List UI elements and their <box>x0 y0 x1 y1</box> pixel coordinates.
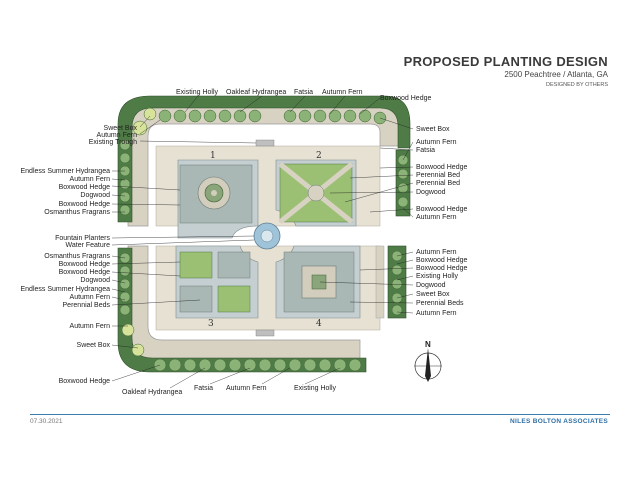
label-autumn-fern-rl-2: Autumn Fern <box>416 310 457 317</box>
firm-name: NILES BOLTON ASSOCIATES <box>509 418 608 425</box>
label-existing-holly-rl: Existing Holly <box>416 273 459 280</box>
quadrant-number-2: 2 <box>316 151 322 161</box>
label-perennial-beds-ll: Perennial Beds <box>63 302 111 309</box>
label-dogwood-rl: Dogwood <box>416 282 446 289</box>
label-existing-holly-top: Existing Holly <box>176 89 219 96</box>
label-endless-summer-hydrangea-lm: Endless Summer Hydrangea <box>21 168 111 175</box>
label-autumn-fern-lb: Autumn Fern <box>70 323 111 330</box>
site-plan <box>117 95 411 373</box>
label-osmanthus-fragrans-ll: Osmanthus Fragrans <box>44 253 110 260</box>
label-autumn-fern-bottom: Autumn Fern <box>226 385 267 392</box>
designed-by-note: DESIGNED BY OTHERS <box>546 82 608 88</box>
label-existing-trough: Existing Trough <box>89 139 137 146</box>
label-boxwood-hedge-lm-2: Boxwood Hedge <box>59 201 110 208</box>
label-boxwood-hedge-lm-1: Boxwood Hedge <box>59 184 110 191</box>
label-autumn-fern-ul: Autumn Fern <box>97 132 138 139</box>
quadrant-1 <box>177 159 259 239</box>
quadrant-number-4: 4 <box>316 319 322 329</box>
drawing-title: PROPOSED PLANTING DESIGN <box>403 54 608 69</box>
label-autumn-fern-lm: Autumn Fern <box>70 176 111 183</box>
quadrant-3 <box>175 245 259 319</box>
label-boxwood-hedge-ll-1: Boxwood Hedge <box>59 261 110 268</box>
label-fatsia-bottom: Fatsia <box>194 385 213 392</box>
label-perennial-beds-rl: Perennial Beds <box>416 300 464 307</box>
label-sweet-box-rl: Sweet Box <box>416 291 450 298</box>
label-existing-holly-bottom: Existing Holly <box>294 385 337 392</box>
label-osmanthus-fragrans-lm: Osmanthus Fragrans <box>44 209 110 216</box>
label-boxwood-hedge-rl-2: Boxwood Hedge <box>416 265 467 272</box>
label-water-feature: Water Feature <box>66 242 111 249</box>
label-perennial-bed-ru-2: Perennial Bed <box>416 180 460 187</box>
footer-rule <box>30 414 610 415</box>
right-walk <box>375 245 385 319</box>
label-boxwood-hedge-lb: Boxwood Hedge <box>59 378 110 385</box>
label-sweet-box-lb: Sweet Box <box>77 342 111 349</box>
label-boxwood-hedge-ll-2: Boxwood Hedge <box>59 269 110 276</box>
label-boxwood-hedge-top: Boxwood Hedge <box>380 95 431 102</box>
bottom-shrubs <box>153 358 362 372</box>
label-oakleaf-hydrangea-top: Oakleaf Hydrangea <box>226 89 286 96</box>
drawing-date: 07.30.2021 <box>30 418 63 425</box>
existing-trough <box>255 139 275 147</box>
north-arrow-icon: N <box>414 340 442 382</box>
label-fountain-planters: Fountain Planters <box>55 235 110 242</box>
label-boxwood-hedge-ru-2: Boxwood Hedge <box>416 206 467 213</box>
leader-lines <box>111 95 414 389</box>
top-shrubs <box>132 107 387 136</box>
label-oakleaf-hydrangea-bottom: Oakleaf Hydrangea <box>122 389 182 396</box>
label-dogwood-lm: Dogwood <box>80 192 110 199</box>
planter-bottom <box>255 329 275 337</box>
label-autumn-fern-ru-2: Autumn Fern <box>416 214 457 221</box>
quadrant-4 <box>275 245 361 319</box>
north-label: N <box>425 340 431 349</box>
quadrant-number-1: 1 <box>210 151 216 161</box>
fountain <box>253 222 281 250</box>
label-autumn-fern-ru-1: Autumn Fern <box>416 139 457 146</box>
top-hedge-bed <box>117 95 411 223</box>
quadrant-number-3: 3 <box>208 319 214 329</box>
label-fatsia-ru: Fatsia <box>416 147 435 154</box>
label-fatsia-top: Fatsia <box>294 89 313 96</box>
label-endless-summer-hydrangea-ll: Endless Summer Hydrangea <box>21 286 111 293</box>
label-dogwood-ll: Dogwood <box>80 277 110 284</box>
label-sweet-box-ul: Sweet Box <box>104 125 138 132</box>
label-perennial-bed-ru-1: Perennial Bed <box>416 172 460 179</box>
project-address: 2500 Peachtree / Atlanta, GA <box>504 70 608 79</box>
label-boxwood-hedge-rl-1: Boxwood Hedge <box>416 257 467 264</box>
label-autumn-fern-rl-1: Autumn Fern <box>416 249 457 256</box>
label-boxwood-hedge-ru-1: Boxwood Hedge <box>416 164 467 171</box>
label-autumn-fern-top: Autumn Fern <box>322 89 363 96</box>
label-autumn-fern-ll: Autumn Fern <box>70 294 111 301</box>
quadrant-2 <box>275 159 357 227</box>
label-dogwood-ru: Dogwood <box>416 189 446 196</box>
label-sweet-box-ru: Sweet Box <box>416 126 450 133</box>
